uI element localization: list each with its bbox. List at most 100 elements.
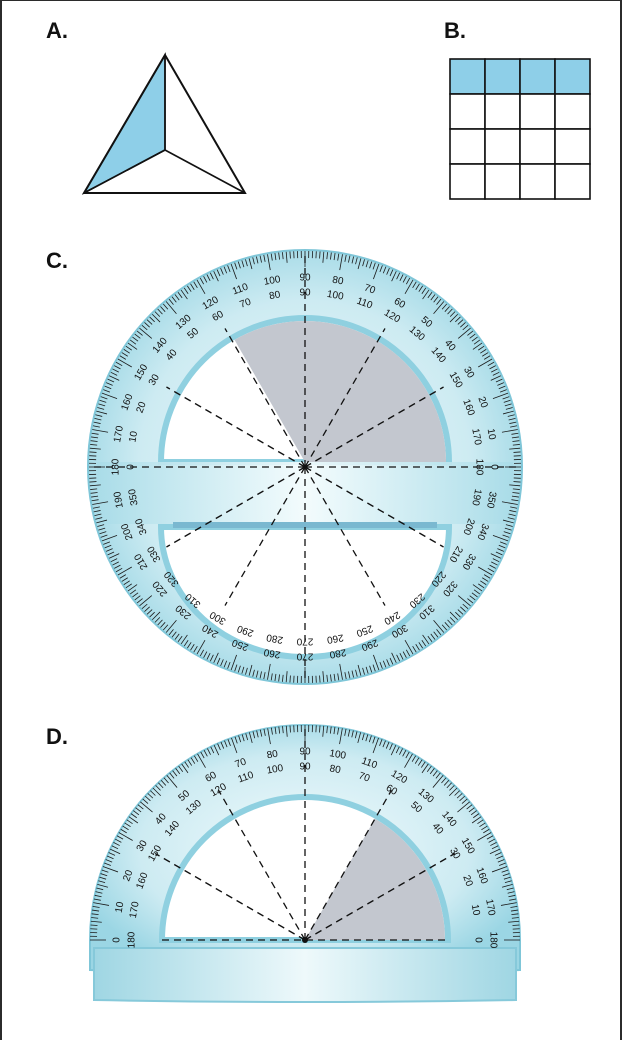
tick-mark xyxy=(427,635,433,642)
tick-mark xyxy=(223,660,228,668)
tick-mark xyxy=(128,816,139,824)
tick-mark xyxy=(193,281,198,289)
tick-mark xyxy=(396,272,401,280)
dashed-ray xyxy=(304,328,386,468)
tick-mark xyxy=(101,869,109,873)
label-a: A. xyxy=(46,18,68,43)
tick-mark xyxy=(492,371,500,376)
tick-mark xyxy=(120,828,127,834)
tick-mark xyxy=(467,330,474,336)
inner-scale-label: 180 xyxy=(127,931,138,948)
inner-scale-label: 80 xyxy=(329,763,342,776)
tick-mark xyxy=(193,645,198,653)
tick-mark xyxy=(93,510,101,513)
tick-mark xyxy=(355,669,358,677)
tick-mark xyxy=(333,253,336,261)
inner-scale-label: 170 xyxy=(469,428,483,447)
tick-mark xyxy=(245,259,248,267)
tick-mark xyxy=(372,664,376,672)
tick-mark xyxy=(382,266,387,274)
tick-mark xyxy=(121,577,128,582)
tick-mark xyxy=(114,564,121,569)
tick-mark xyxy=(457,595,471,607)
tick-mark xyxy=(274,673,277,681)
tick-mark xyxy=(149,316,155,323)
tick-mark xyxy=(97,883,109,888)
tick-mark xyxy=(477,819,484,825)
tick-mark xyxy=(104,544,112,549)
tick-mark xyxy=(480,580,487,585)
inner-scale-label: 340 xyxy=(133,516,149,536)
tick-mark xyxy=(144,322,150,328)
tick-mark xyxy=(95,517,103,520)
tick-mark xyxy=(355,257,358,265)
tick-mark xyxy=(506,887,514,891)
tick-mark xyxy=(502,519,514,524)
tick-mark xyxy=(180,634,188,645)
tick-mark xyxy=(497,382,504,386)
tick-mark xyxy=(372,736,376,744)
inner-scale-label: 200 xyxy=(460,517,476,537)
tick-mark xyxy=(123,580,130,585)
tick-mark xyxy=(344,728,347,736)
tick-mark xyxy=(106,382,113,386)
tick-mark xyxy=(132,336,139,342)
figure-a-triangle xyxy=(81,52,247,196)
tick-mark xyxy=(502,534,510,538)
tick-mark xyxy=(197,753,206,768)
tick-mark xyxy=(171,631,177,638)
tick-mark xyxy=(270,673,273,681)
inner-scale-label: 160 xyxy=(135,871,151,891)
tick-mark xyxy=(177,635,183,642)
tick-mark xyxy=(357,664,362,676)
tick-mark xyxy=(472,584,483,592)
tick-mark xyxy=(482,352,489,357)
grid-cell xyxy=(484,93,521,130)
tick-mark xyxy=(510,905,518,908)
tick-mark xyxy=(256,670,259,678)
tick-mark xyxy=(351,730,354,738)
tick-mark xyxy=(90,492,98,494)
outer-scale-label: 180 xyxy=(487,932,498,949)
tick-mark xyxy=(127,584,138,592)
grid-cell xyxy=(554,58,591,95)
tick-mark xyxy=(124,822,131,828)
inner-scale-label: 350 xyxy=(127,488,141,507)
tick-mark xyxy=(508,418,516,421)
dashed-ray xyxy=(304,789,393,941)
tick-mark xyxy=(206,274,211,281)
shaded-sector xyxy=(234,320,446,462)
tick-mark xyxy=(494,852,502,856)
tick-mark xyxy=(507,414,515,417)
tick-mark xyxy=(509,484,521,487)
tick-mark xyxy=(329,726,332,734)
tick-mark xyxy=(91,432,99,435)
tick-mark xyxy=(478,358,493,368)
tick-mark xyxy=(267,254,271,271)
tick-mark xyxy=(372,262,376,270)
inner-scale-label: 110 xyxy=(237,770,256,786)
tick-mark xyxy=(241,260,245,268)
tick-mark xyxy=(456,793,463,799)
tick-mark xyxy=(259,729,263,737)
inner-scale-label: 250 xyxy=(354,622,374,638)
tick-mark xyxy=(162,303,169,310)
dashed-ray xyxy=(224,328,306,468)
tick-mark xyxy=(441,777,447,784)
tick-mark xyxy=(373,263,380,280)
inner-scale-label: 20 xyxy=(460,874,474,889)
tick-mark xyxy=(136,598,143,604)
outer-scale-label: 30 xyxy=(135,838,150,854)
tick-mark xyxy=(391,652,397,663)
outer-scale-label: 350 xyxy=(484,491,498,510)
outer-scale-label: 0 xyxy=(488,464,499,470)
inner-scale-label: 0 xyxy=(472,937,483,943)
tick-mark xyxy=(379,739,383,746)
grid-cell xyxy=(449,58,486,95)
tick-mark xyxy=(483,574,491,579)
tick-mark xyxy=(109,848,121,855)
tick-mark xyxy=(509,421,517,424)
